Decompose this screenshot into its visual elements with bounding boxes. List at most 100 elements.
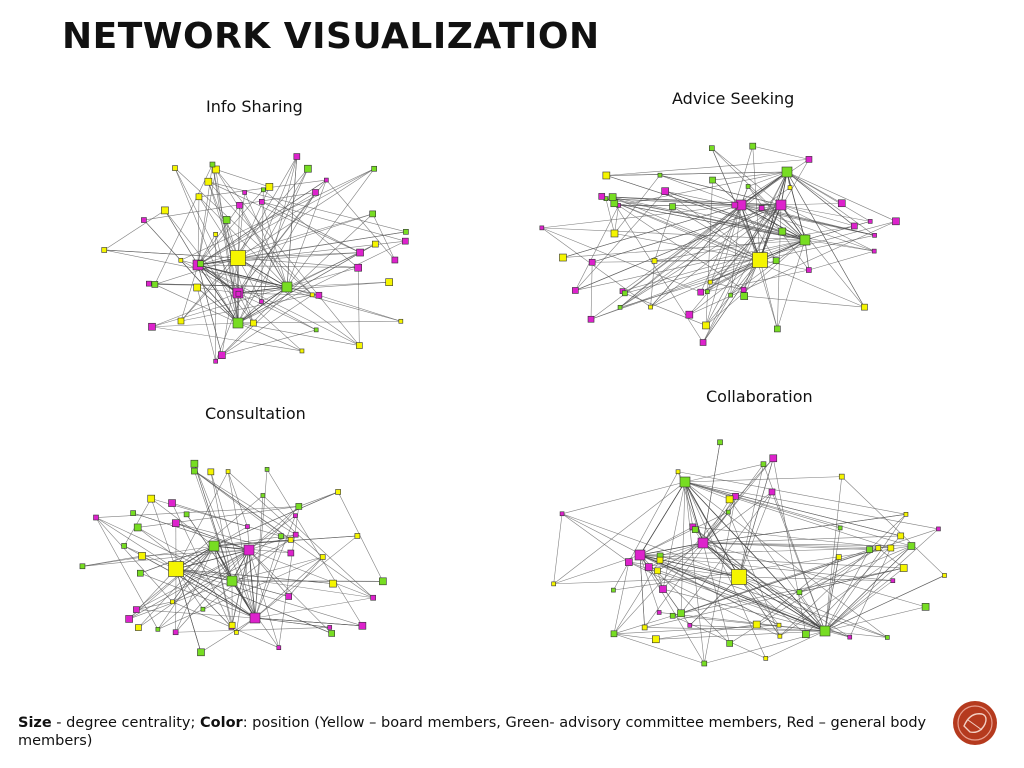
network-node (621, 290, 628, 297)
network-node (588, 258, 596, 266)
network-node (677, 609, 685, 618)
network-edge (226, 219, 239, 324)
network-edge (266, 469, 363, 626)
network-node (137, 569, 144, 577)
network-edge (702, 542, 870, 550)
network-edge (695, 529, 826, 632)
network-edge (660, 542, 704, 557)
network-node (731, 201, 739, 209)
network-edge (655, 630, 826, 640)
network-node (161, 206, 169, 215)
network-node (242, 190, 247, 195)
network-edge (705, 239, 806, 326)
network-edge (198, 196, 239, 259)
network-node (177, 317, 185, 325)
network-edge (684, 463, 764, 483)
network-edge (197, 264, 360, 346)
network-edge (702, 542, 891, 549)
network-edge (561, 513, 630, 563)
network-edges (541, 145, 897, 343)
network-node (121, 543, 127, 549)
network-edge (180, 257, 239, 322)
network-edge (194, 463, 256, 619)
network-node (837, 525, 843, 531)
network-edge (747, 186, 810, 271)
network-node (236, 201, 243, 209)
network-edge (298, 491, 339, 507)
network-edge (707, 269, 809, 293)
network-node (155, 627, 161, 632)
network-node (370, 594, 376, 601)
network-edge (138, 545, 215, 628)
network-edge (248, 549, 332, 634)
network-edge (605, 198, 761, 261)
network-edge (174, 167, 313, 296)
network-graph-info-sharing (101, 153, 409, 364)
network-node (250, 319, 257, 327)
network-edge (180, 168, 375, 261)
network-edge (164, 210, 199, 266)
network-edge (254, 556, 323, 619)
network-edge (553, 481, 686, 585)
network-edge (541, 204, 742, 229)
network-edge (237, 205, 240, 259)
network-node (354, 263, 363, 272)
network-node (398, 318, 404, 324)
network-edge (619, 204, 742, 308)
network-edge (672, 549, 870, 617)
network-edge (213, 545, 250, 551)
network-node (661, 187, 669, 195)
network-node (611, 587, 616, 593)
network-node (772, 257, 780, 264)
network-node (172, 519, 180, 527)
network-edge (759, 259, 809, 271)
network-edge (95, 517, 177, 570)
network-edge (777, 204, 782, 329)
network-edge (659, 612, 826, 632)
network-edge (740, 204, 806, 241)
network-node (197, 260, 204, 268)
network-node (897, 532, 905, 540)
network-edge (702, 514, 907, 544)
network-node (851, 222, 858, 230)
network-edge (659, 174, 782, 206)
network-edge (154, 257, 239, 285)
network-edge (553, 576, 740, 585)
network-edge (639, 547, 879, 556)
network-edge (197, 264, 288, 288)
network-nodes (539, 142, 900, 346)
network-edge (639, 554, 740, 578)
network-edge (644, 567, 904, 628)
network-node (890, 578, 896, 584)
network-edge (175, 627, 330, 633)
network-edge (684, 476, 842, 483)
network-node (701, 660, 708, 667)
network-edge (136, 545, 215, 610)
network-edge (140, 545, 215, 574)
network-edge (318, 294, 401, 322)
network-edge (237, 320, 401, 324)
network-edge (140, 572, 256, 619)
network-edge (231, 549, 250, 626)
network-node (222, 216, 231, 224)
network-edge (644, 627, 826, 632)
network-node (732, 492, 739, 500)
network-edge (711, 147, 782, 206)
network-edge (248, 506, 300, 551)
network-edge (215, 234, 239, 324)
network-edge (95, 517, 173, 602)
network-edge (237, 192, 316, 324)
network-edge (786, 171, 865, 308)
network-edge (541, 227, 701, 293)
network-node (645, 563, 653, 571)
network-node (861, 303, 868, 311)
network-edge (705, 171, 788, 326)
network-node (208, 540, 220, 552)
network-node (358, 621, 367, 630)
network-edge (286, 252, 361, 288)
network-node (230, 250, 246, 266)
network-node (312, 189, 319, 196)
network-node (697, 537, 709, 549)
network-edge (175, 568, 233, 582)
network-node (760, 461, 767, 468)
